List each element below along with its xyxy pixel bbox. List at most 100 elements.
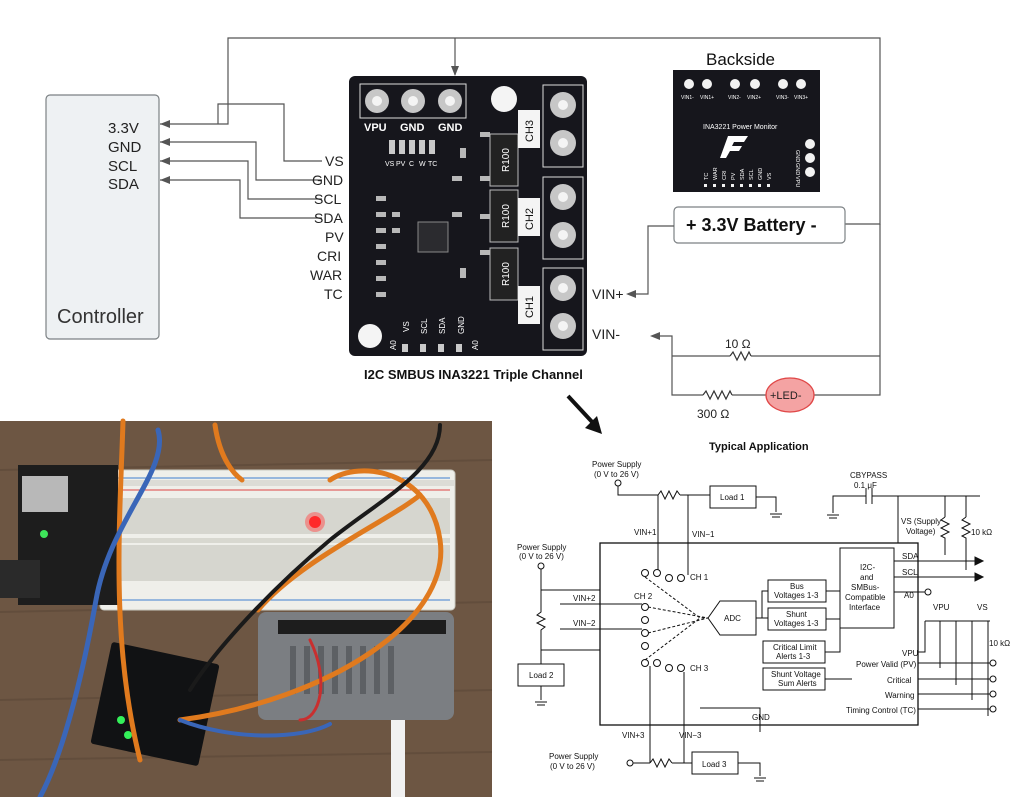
back-pin-vin3p: VIN3+ — [794, 95, 808, 101]
r10k-bottom-label: 10 kΩ — [989, 639, 1010, 648]
backside-title: Backside — [706, 50, 775, 69]
vin-minus-label: VIN- — [592, 326, 620, 342]
channel-label-ch1: CH1 — [524, 296, 536, 318]
bottom-label-a0-1: A0 — [389, 340, 398, 350]
mini-label-tc: TC — [428, 161, 437, 168]
cbypass-value: 0.1 μF — [854, 481, 877, 490]
controller-title: Controller — [57, 306, 144, 328]
back-pin-vin3m: VIN3- — [776, 95, 789, 101]
mini-label-pv: PV — [396, 161, 406, 168]
ina3221-board: VPU GND GND VS PV C W TC — [349, 76, 587, 356]
typical-title: Typical Application — [709, 441, 809, 453]
controller-pin-gnd: GND — [108, 139, 142, 156]
back-bottom-gnd: GND — [758, 168, 764, 180]
controller-pin-scl: SCL — [108, 158, 137, 175]
gnd-label: GND — [752, 713, 770, 722]
channel-label-ch2: CH2 — [524, 208, 536, 230]
side-pin-vs: VS — [325, 153, 344, 169]
vin1p-label: VIN+1 — [634, 528, 657, 537]
back-pin-vin1p: VIN1+ — [700, 95, 714, 101]
ch3-label: CH 3 — [690, 664, 709, 673]
load3-label: Load 3 — [702, 760, 727, 769]
i2c-line2: and — [860, 573, 873, 582]
output-critical: Critical — [887, 676, 912, 685]
backside-logo-icon — [720, 136, 748, 158]
back-pin-vin2m: VIN2- — [728, 95, 741, 101]
vin1m-label: VIN−1 — [692, 530, 715, 539]
back-bottom-sda: SDA — [740, 168, 746, 180]
side-pin-scl: SCL — [314, 191, 341, 207]
channel-label-ch3: CH3 — [524, 120, 536, 142]
wiring-diagram: 3.3V GND SCL SDA Controller VS GND SCL S… — [45, 37, 881, 434]
vin2m-label: VIN−2 — [573, 619, 596, 628]
side-pin-sda: SDA — [314, 210, 343, 226]
side-pin-tc: TC — [324, 286, 343, 302]
controller-pin-sda: SDA — [108, 176, 139, 193]
i2c-line5: Interface — [849, 603, 881, 612]
back-right-gnd-2: GND — [794, 163, 800, 175]
sum-block-line2: Sum Alerts — [778, 679, 817, 688]
vin-plus-label: VIN+ — [592, 286, 624, 302]
back-right-gnd-1: GND — [794, 150, 800, 162]
bottom-label-scl: SCL — [420, 318, 429, 334]
battery: + 3.3V Battery - — [673, 206, 846, 244]
typical-application-labels: Typical Application Power Supply (0 V to… — [517, 441, 1010, 771]
back-bottom-scl: SCL — [749, 169, 755, 180]
led-label: +LED- — [770, 390, 802, 402]
typical-application — [517, 479, 997, 782]
controller-wires — [160, 37, 881, 225]
i2c-line4: Compatible — [845, 593, 886, 602]
mini-label-c: C — [409, 161, 414, 168]
ina3221-chip — [417, 221, 449, 253]
resistor-10-label: 10 Ω — [725, 337, 751, 351]
mini-pads — [389, 140, 435, 154]
top-label-gnd-1: GND — [400, 122, 425, 134]
bottom-label-gnd: GND — [457, 316, 466, 334]
mini-label-vs: VS — [385, 161, 395, 168]
backside-board: Backside VIN1- VIN1+ VIN2- VIN2+ VIN3- V… — [673, 50, 820, 192]
output-vpu: VPU — [902, 649, 919, 658]
crit-block-line1: Critical Limit — [773, 643, 817, 652]
vin3p-label: VIN+3 — [622, 731, 645, 740]
ps-left-line2: (0 V to 26 V) — [519, 552, 564, 561]
vin2p-label: VIN+2 — [573, 594, 596, 603]
battery-label: + 3.3V Battery - — [686, 215, 817, 235]
cbypass-label: CBYPASS — [850, 471, 887, 480]
vs-top-label: VS — [977, 603, 988, 612]
bottom-label-sda: SDA — [438, 317, 447, 334]
output-warning: Warning — [885, 691, 915, 700]
sda-label: SDA — [902, 552, 919, 561]
output-pv: Power Valid (PV) — [856, 660, 917, 669]
crit-block-line2: Alerts 1-3 — [776, 652, 811, 661]
led-symbol — [765, 377, 815, 413]
i2c-line3: SMBus- — [851, 583, 880, 592]
vin3m-label: VIN−3 — [679, 731, 702, 740]
arrow-icon — [566, 394, 596, 426]
side-pin-war: WAR — [310, 267, 342, 283]
load2-label: Load 2 — [529, 671, 554, 680]
ch1-label: CH 1 — [690, 573, 709, 582]
shunt-block-line1: Shunt — [786, 610, 808, 619]
top-label-vpu: VPU — [364, 122, 387, 134]
bottom-label-a0-2: A0 — [471, 340, 480, 350]
vs-supply-line1: VS (Supply — [901, 517, 941, 526]
back-bottom-tc: TC — [704, 173, 710, 180]
bus-block-line2: Voltages 1-3 — [774, 591, 819, 600]
ps-top-line1: Power Supply — [592, 460, 641, 469]
mini-label-w: W — [419, 161, 426, 168]
side-pin-pv: PV — [325, 229, 344, 245]
side-pin-gnd: GND — [312, 172, 343, 188]
controller-pin-3v3: 3.3V — [108, 120, 139, 137]
back-bottom-cri: CRI — [722, 170, 728, 180]
back-pin-vin2p: VIN2+ — [747, 95, 761, 101]
a0-label: A0 — [904, 591, 914, 600]
ps-left-line1: Power Supply — [517, 543, 566, 552]
ps-top-line2: (0 V to 26 V) — [594, 470, 639, 479]
top-label-gnd-2: GND — [438, 122, 463, 134]
load1-label: Load 1 — [720, 493, 745, 502]
ps-bottom-line1: Power Supply — [549, 752, 598, 761]
ps-bottom-line2: (0 V to 26 V) — [550, 762, 595, 771]
output-tc: Timing Control (TC) — [846, 706, 916, 715]
resistor-ch2: R100 — [501, 204, 512, 228]
sum-block-line1: Shunt Voltage — [771, 670, 821, 679]
